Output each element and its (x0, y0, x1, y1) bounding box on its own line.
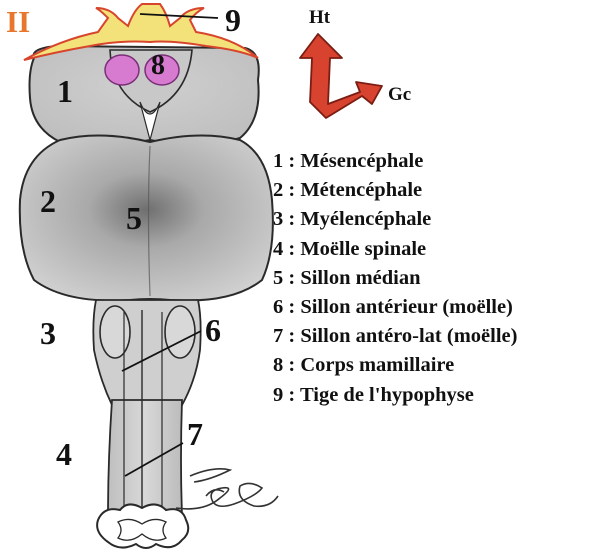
cord-cross-section (96, 503, 190, 549)
leader-line-6 (121, 330, 202, 372)
label-1: 1 (57, 73, 73, 109)
pons-region (18, 134, 274, 302)
orientation-up-label: Ht (309, 7, 331, 28)
legend-item-7: 7 : Sillon antéro-lat (moëlle) (273, 325, 518, 348)
orientation-arrow-icon (299, 33, 383, 119)
legend-item-4: 4 : Moëlle spinale (273, 237, 427, 260)
olive-right (164, 305, 196, 359)
orientation-side-label: Gc (388, 84, 412, 105)
leader-line-7 (124, 442, 184, 477)
olive-left (99, 305, 131, 359)
mamillary-body-left (104, 54, 140, 86)
legend-item-5: 5 : Sillon médian (273, 266, 421, 289)
legend-item-9: 9 : Tige de l'hypophyse (273, 383, 474, 406)
label-9: 9 (225, 2, 241, 38)
optic-tract-band (23, 3, 259, 61)
plate-label: II (6, 4, 31, 39)
label-8: 8 (151, 50, 165, 81)
label-6: 6 (205, 312, 221, 348)
legend-item-3: 3 : Myélencéphale (273, 208, 432, 231)
leader-line-9 (139, 13, 219, 19)
median-sulcus-line (147, 145, 151, 297)
legend-item-1: 1 : Mésencéphale (273, 150, 424, 172)
legend-item-2: 2 : Métencéphale (273, 179, 423, 202)
label-5: 5 (126, 200, 142, 236)
label-7: 7 (187, 416, 203, 452)
legend-list: 1 : Mésencéphale 2 : Métencéphale 3 : My… (273, 147, 517, 410)
legend-item-8: 8 : Corps mamillaire (273, 354, 455, 377)
signature-scribble (175, 468, 279, 510)
cord-grey-matter (117, 518, 167, 541)
label-2: 2 (40, 183, 56, 219)
spinal-cord-region (107, 399, 183, 516)
label-4: 4 (56, 436, 72, 472)
legend-item-6: 6 : Sillon antérieur (moëlle) (273, 295, 513, 318)
label-3: 3 (40, 315, 56, 351)
mamillary-body-right (144, 54, 180, 86)
median-notch (139, 101, 161, 143)
